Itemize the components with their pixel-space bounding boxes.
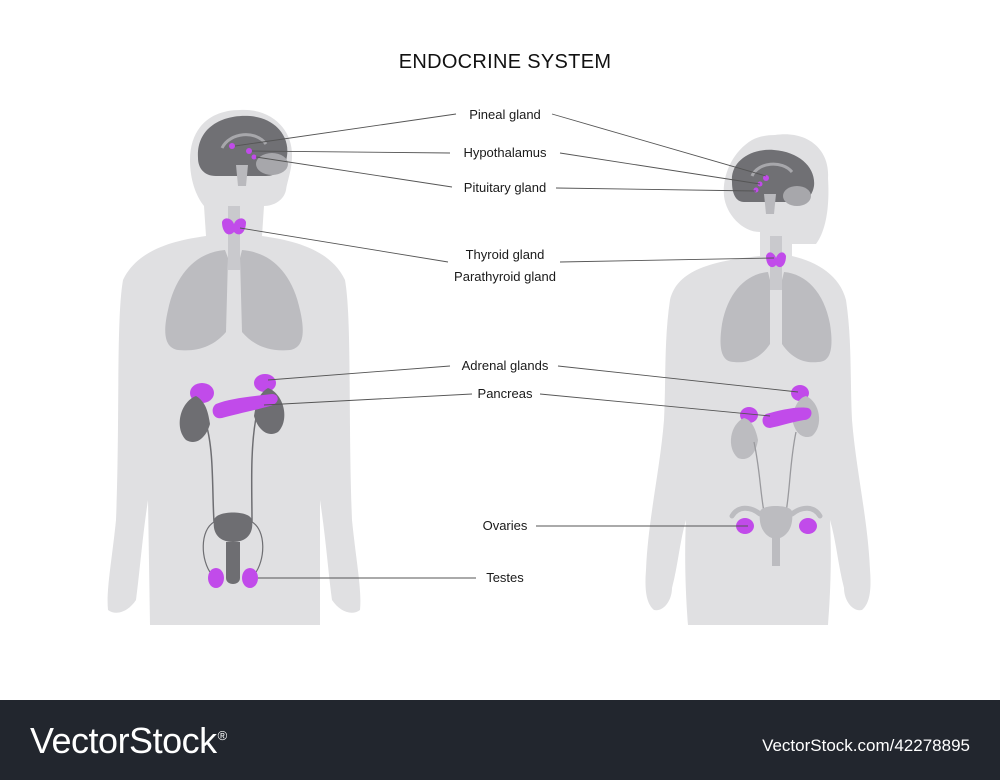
male-silhouette — [107, 109, 361, 626]
leader-adrenal-female — [557, 365, 799, 393]
leader-pituitary-male — [255, 156, 453, 188]
label-adrenal-glands: Adrenal glands — [462, 358, 549, 373]
image-id-link[interactable]: VectorStock.com/42278895 — [762, 736, 970, 755]
leader-adrenal-male — [267, 365, 451, 381]
registered-mark: ® — [217, 728, 228, 743]
male-brainstem — [236, 165, 248, 186]
label-hypothalamus: Hypothalamus — [463, 145, 547, 160]
leader-hypothalamus-female — [559, 152, 761, 185]
female-thyroid-gland — [766, 252, 786, 268]
organ-labels: Pineal gland Hypothalamus Pituitary glan… — [454, 107, 556, 585]
female-lung-right — [782, 272, 832, 363]
male-lung-left — [165, 250, 228, 351]
leader-pineal-male — [234, 113, 457, 147]
male-trachea — [228, 206, 240, 270]
male-testis-right — [242, 568, 258, 588]
male-vas-left — [202, 521, 215, 576]
female-brainstem — [764, 194, 776, 214]
leader-thyroid-male — [239, 227, 449, 263]
female-pineal-gland — [763, 175, 769, 181]
male-penis — [226, 542, 240, 584]
leader-thyroid-female — [559, 257, 775, 263]
female-cerebellum — [783, 186, 811, 206]
female-ovary-right — [799, 518, 817, 534]
male-kidney-left — [179, 396, 210, 443]
male-testis-left — [208, 568, 224, 588]
male-hypothalamus — [246, 148, 252, 154]
leader-pituitary-female — [555, 187, 757, 192]
female-lung-left — [720, 272, 770, 363]
watermark-footer: VectorStock® VectorStock.com/42278895 — [0, 700, 1000, 780]
label-pancreas: Pancreas — [478, 386, 533, 401]
male-vas-right — [251, 521, 264, 576]
leader-hypothalamus-male — [251, 150, 451, 154]
female-figure — [645, 134, 871, 626]
female-silhouette — [645, 134, 871, 626]
female-ureter-right — [785, 431, 797, 513]
brand-name: VectorStock — [30, 720, 217, 761]
female-kidney-left — [730, 418, 758, 460]
male-ureter-right — [250, 417, 257, 523]
female-uterus — [759, 506, 793, 566]
male-thyroid-gland — [222, 218, 246, 235]
male-pancreas — [212, 394, 278, 419]
label-pineal-gland: Pineal gland — [469, 107, 541, 122]
vectorstock-logo[interactable]: VectorStock® — [30, 720, 227, 762]
male-ureter-left — [205, 423, 215, 523]
male-cerebellum — [256, 153, 288, 175]
female-pancreas — [762, 407, 812, 428]
label-testes: Testes — [486, 570, 524, 585]
male-pineal-gland — [229, 143, 235, 149]
female-pituitary-gland — [753, 187, 759, 193]
female-fallopian-tubes — [729, 505, 823, 519]
diagram-canvas: ENDOCRINE SYSTEM — [107, 51, 871, 626]
label-ovaries: Ovaries — [483, 518, 528, 533]
leader-pineal-female — [551, 113, 767, 177]
male-lung-right — [240, 250, 303, 351]
male-pituitary-gland — [251, 154, 257, 160]
diagram-title: ENDOCRINE SYSTEM — [399, 51, 612, 73]
leader-pancreas-male — [263, 393, 473, 406]
male-adrenal-gland-right — [254, 374, 276, 392]
male-bladder — [213, 512, 253, 542]
label-parathyroid-gland: Parathyroid gland — [454, 269, 556, 284]
leader-lines — [234, 113, 799, 579]
label-pituitary-gland: Pituitary gland — [464, 180, 546, 195]
female-ureter-left — [753, 441, 765, 513]
male-figure — [107, 109, 361, 626]
leader-pancreas-female — [539, 393, 771, 417]
male-brain-fold — [220, 133, 268, 149]
label-thyroid-gland: Thyroid gland — [466, 247, 545, 262]
